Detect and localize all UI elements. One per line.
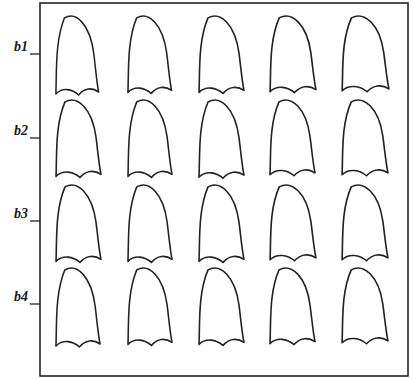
- row-label: b4: [14, 290, 28, 304]
- frame: [40, 3, 408, 376]
- row-label: b3: [14, 207, 28, 221]
- row-label: b2: [14, 124, 28, 138]
- row-label: b1: [14, 40, 28, 54]
- tick-marks: [30, 54, 40, 304]
- lung-outlines: [56, 16, 389, 347]
